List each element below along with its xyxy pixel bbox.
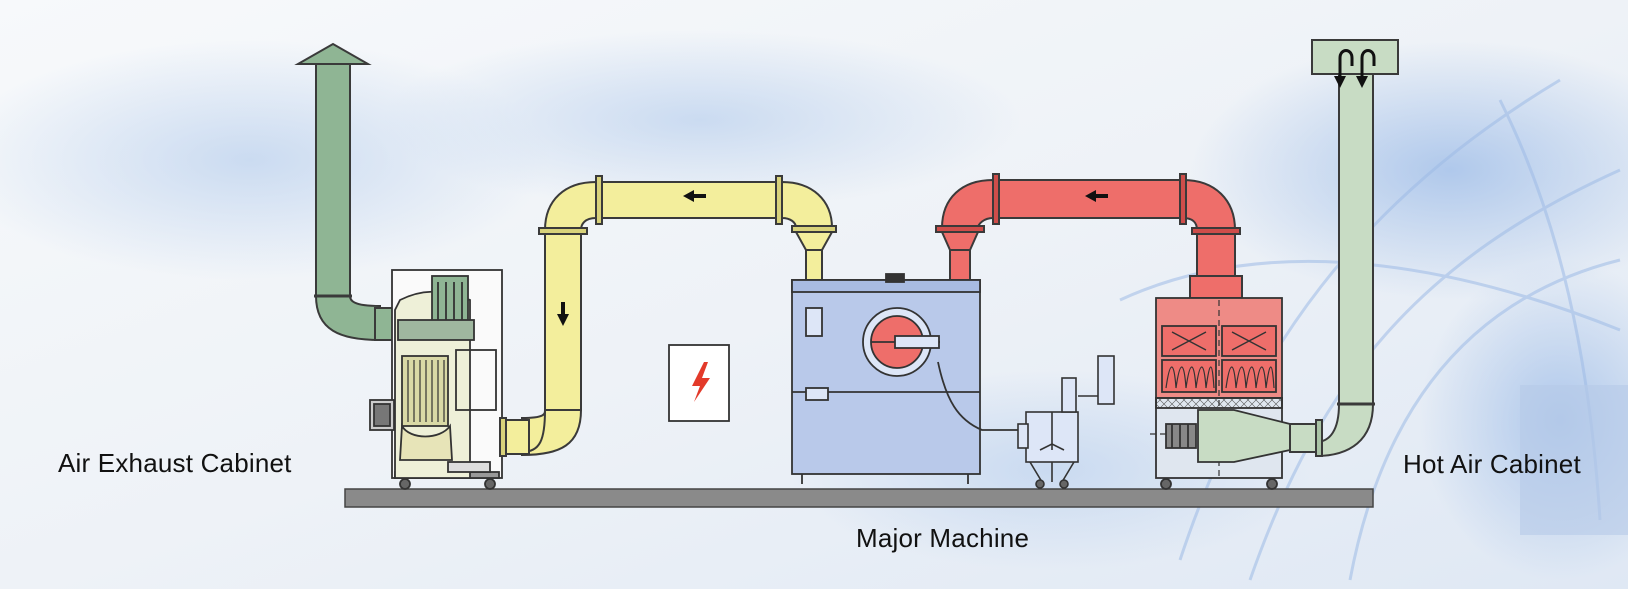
lightning-icon (692, 362, 710, 402)
electrical-control-box (668, 344, 730, 422)
hot-air-cabinet (1150, 297, 1291, 490)
background-cloud (380, 30, 1020, 210)
arrow-icon (1085, 190, 1108, 202)
exhaust-filter (401, 355, 449, 427)
floor-base (344, 488, 1374, 508)
heater-coil (1161, 359, 1217, 393)
spray-mixer-unit (1017, 355, 1115, 489)
hot-air-fan-motor (1165, 423, 1197, 449)
background-panel (1520, 385, 1628, 535)
exhaust-stack (294, 42, 394, 342)
label-hot-air-cabinet: Hot Air Cabinet (1403, 449, 1581, 479)
hot-air-duct (935, 173, 1243, 299)
air-intake-stack (1289, 39, 1399, 458)
return-air-duct (499, 175, 837, 457)
arrow-icon (683, 190, 706, 202)
air-exhaust-cabinet (369, 269, 503, 490)
label-major-machine: Major Machine (856, 523, 1030, 553)
exhaust-pipe (315, 63, 351, 297)
arrow-icon (557, 302, 569, 326)
heater-coil (1221, 359, 1277, 393)
intake-arrows-icon (1334, 49, 1376, 88)
major-machine (791, 273, 1026, 484)
label-air-exhaust-cabinet: Air Exhaust Cabinet (58, 448, 292, 478)
